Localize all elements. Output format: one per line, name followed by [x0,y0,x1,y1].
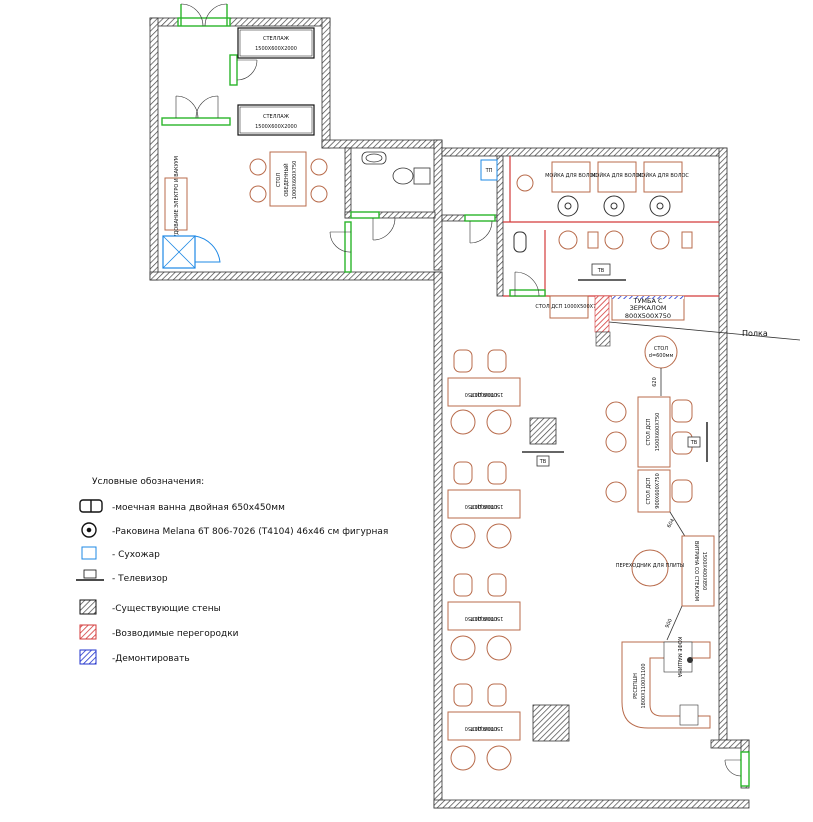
legend-item-5: -Существующие стены [112,604,221,614]
dsp-table-1-size: 1500Х600Х750 [655,413,661,452]
side-table-size: d=600мм [649,353,674,359]
wash-station-2: МОЙКА ДЛЯ ВОЛОС [591,172,643,179]
new-partition-icon [79,624,97,640]
left-table-1-size: 1500Х600Х750 [465,391,504,397]
legend: Условные обозначения: -моечная ванна дво… [76,477,388,665]
shelf-2-label: СТЕЛЛАЖ [263,114,290,120]
dining-table-sub: ОБЕДЕННЫЙ [283,163,290,197]
mirror-table: ТУМБА С ЗЕРКАЛОМ 800Х500Х750 [611,295,685,321]
tv-right: ТВ [687,422,708,462]
shower [162,235,221,269]
equipment-box: ОБОРУДОВАНИЕ ЭЛЕКТРО И ВАКУУМ [164,156,188,252]
wash-stations [513,161,693,253]
left-table-3-label: СТОЛ ДСП [470,615,497,621]
left-table-2-size: 1500Х600Х750 [465,503,504,509]
legend-item-4: - Телевизор [112,574,168,584]
shelf-2: СТЕЛЛАЖ 1500Х600Х2000 [237,104,315,136]
dsp-table-2-label: СТОЛ ДСП [646,477,652,504]
mirror-table-label-2: ЗЕРКАЛОМ [630,304,667,312]
existing-walls [149,17,750,809]
round-table: ПЕРЕХОДНИК ДЛЯ ПЛИТЫ [616,549,684,587]
left-table-group-4 [447,683,521,771]
left-table-group-1 [447,349,521,435]
legend-item-1: -моечная ванна двойная 650х450мм [112,503,285,513]
mirror-table-size: 800Х500Х750 [625,312,671,320]
dim-line-2: 604 [666,511,687,539]
central-column: ТВ [522,417,564,467]
dim-1: 620 [652,377,658,387]
dining-table-label: СТОЛ [276,173,282,187]
tv-icon [76,569,104,581]
shelf-2-size: 1500Х600Х2000 [255,124,297,130]
existing-wall-icon [79,599,97,615]
shelf-1-label: СТЕЛЛАЖ [263,36,290,42]
mirror-table-label: ТУМБА С [632,297,663,305]
wash-station-3: МОЙКА ДЛЯ ВОЛОС [637,172,689,179]
dim-2: 604 [666,518,676,529]
showcase-label: ВИТРИНА СО СТЕКЛОМ [693,541,699,601]
dining-table [249,151,328,207]
hatched-column [594,295,611,347]
demolish-icon [79,649,97,665]
legend-item-3: - Сухожар [112,550,160,560]
dining-table-size: 1000Х600Х750 [292,161,298,200]
shelf-note: Полка [742,329,768,338]
tv-right-label: ТВ [690,440,698,446]
left-table-group-3 [447,573,521,661]
left-table-group-2 [447,461,521,549]
door-swings [175,59,742,777]
lower-column [532,704,570,742]
left-table-3-size: 1500Х600Х750 [465,615,504,621]
dsp-table-1 [605,396,693,513]
round-table-note: ПЕРЕХОДНИК ДЛЯ ПЛИТЫ [616,563,684,569]
double-sink-icon [79,499,103,513]
legend-item-2: -Раковина Melana 6T 806-7026 (T4104) 46х… [112,527,388,537]
tv-central-label: ТВ [539,459,547,465]
showcase-size: 1500Х400Х850 [701,552,707,591]
left-table-4-size: 1500Х600Х750 [465,725,504,731]
left-table-2-label: СТОЛ ДСП [470,503,497,509]
dim-3: 900 [664,618,673,629]
side-table-label: СТОЛ [654,346,668,352]
equipment-note: ОБОРУДОВАНИЕ ЭЛЕКТРО И ВАКУУМ [174,156,180,252]
dsp-table-note: СТОЛ ДСП 1000Х500Х750 [535,295,603,319]
tv-upper-label: ТВ [597,268,605,274]
dim-line-3: 900 [664,605,683,641]
dryer-unit: ТП [480,159,498,181]
reception: КОФЕ МАШИНА РЕСЕПШН 1800Х1100Х1100 [621,637,711,729]
shelf-1-size: 1500Х600Х2000 [255,46,297,52]
legend-item-6: -Возводимые перегородки [112,629,239,639]
dsp-table-2-size: 900Х600Х750 [655,473,661,508]
left-table-1-label: СТОЛ ДСП [470,391,497,397]
side-table: СТОЛ d=600мм [644,335,678,369]
shelf-1: СТЕЛЛАЖ 1500Х600Х2000 [237,27,315,59]
legend-title: Условные обозначения: [92,477,204,487]
dryer-icon [81,546,97,560]
reception-size: 1800Х1100Х1100 [641,663,647,708]
wash-station-1: МОЙКА ДЛЯ ВОЛОС [545,172,597,179]
toilet-room [361,151,431,185]
shelf-pointer: Полка [608,321,801,341]
left-table-4-label: СТОЛ ДСП [470,725,497,731]
reception-label: РЕСЕПШН [633,673,639,699]
legend-item-7: -Демонтировать [112,654,190,664]
dsp-table-1-label: СТОЛ ДСП [646,418,652,445]
dryer-label: ТП [485,168,493,174]
round-sink-icon [81,522,97,538]
doors [161,3,750,787]
tv-upper: ТВ [578,263,626,281]
small-equip-label: КОФЕ МАШИНА [676,637,682,678]
showcase: ВИТРИНА СО СТЕКЛОМ 1500Х400Х850 [681,535,715,607]
dsp-table-note-text: СТОЛ ДСП 1000Х500Х750 [535,304,602,310]
dim-line-1: 620 [652,368,662,396]
